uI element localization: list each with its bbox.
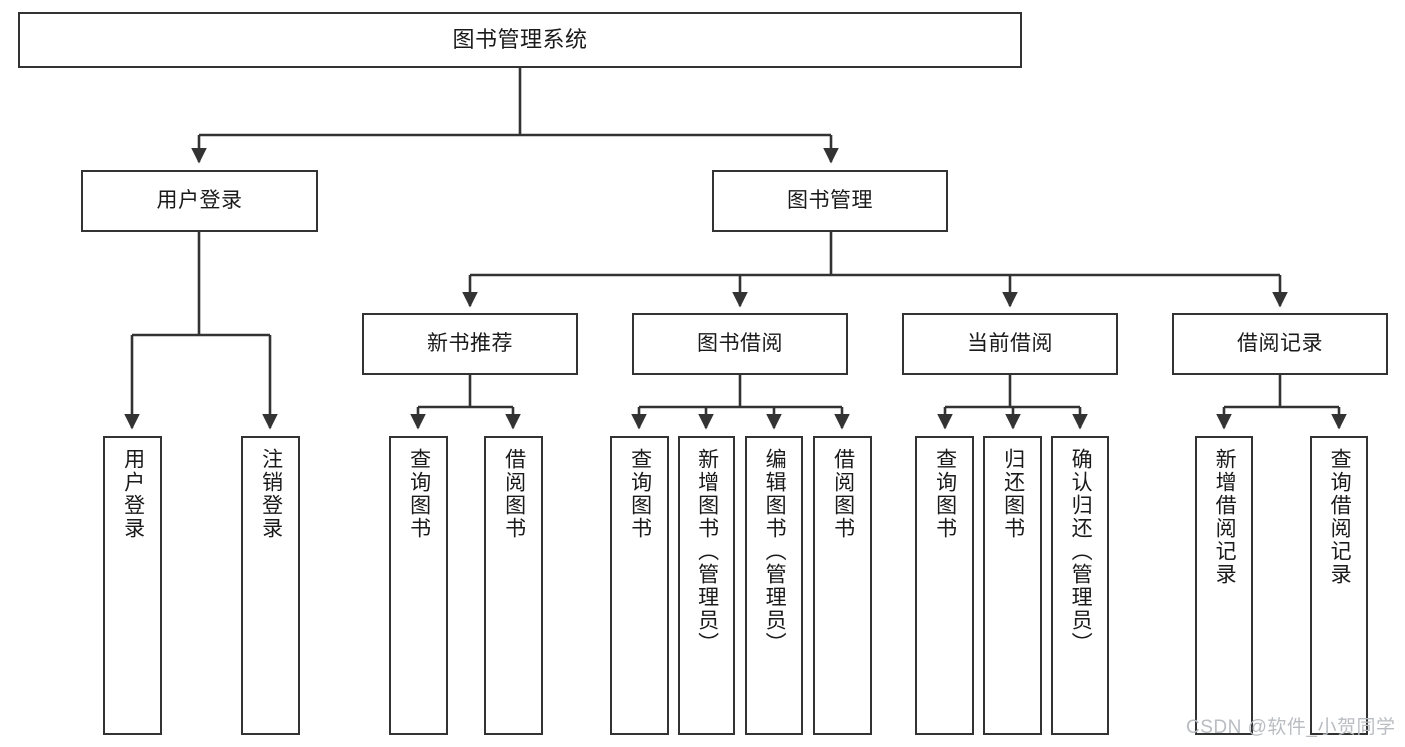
node-label: 查询图书 <box>407 448 431 540</box>
node-label: 图书管理 <box>787 188 873 212</box>
leaf-current-query-book[interactable]: 查询图书 <box>915 436 974 735</box>
node-label: 新增借阅记录 <box>1213 448 1237 586</box>
node-label: 用户登录 <box>121 448 145 540</box>
leaf-borrow-edit-book-admin[interactable]: 编辑图书（管理员） <box>745 436 803 735</box>
node-label: 注销登录 <box>259 448 283 540</box>
node-label: 图书管理系统 <box>452 27 588 53</box>
node-label: 编辑图书（管理员） <box>763 448 787 655</box>
node-label: 查询图书 <box>628 448 652 540</box>
node-user-login[interactable]: 用户登录 <box>81 170 318 232</box>
leaf-current-return-book[interactable]: 归还图书 <box>983 436 1042 735</box>
node-label: 用户登录 <box>156 188 243 212</box>
node-label: 新书推荐 <box>427 331 513 355</box>
leaf-new-book-query[interactable]: 查询图书 <box>389 436 448 735</box>
csdn-watermark: CSDN @软件_小贺同学 <box>1186 717 1396 738</box>
leaf-borrow-add-book-admin[interactable]: 新增图书（管理员） <box>678 436 735 735</box>
node-root-system[interactable]: 图书管理系统 <box>18 12 1022 68</box>
leaf-record-query[interactable]: 查询借阅记录 <box>1310 436 1368 735</box>
leaf-new-book-borrow[interactable]: 借阅图书 <box>484 436 543 735</box>
node-label: 图书借阅 <box>697 331 783 355</box>
node-label: 确认归还（管理员） <box>1069 448 1093 655</box>
node-book-management[interactable]: 图书管理 <box>712 170 948 232</box>
leaf-borrow-query-book[interactable]: 查询图书 <box>610 436 669 735</box>
node-borrow-record[interactable]: 借阅记录 <box>1172 313 1388 375</box>
leaf-user-login-signout[interactable]: 注销登录 <box>241 436 300 735</box>
node-label: 借阅图书 <box>502 448 526 540</box>
leaf-user-login-signin[interactable]: 用户登录 <box>103 436 162 735</box>
node-label: 归还图书 <box>1001 448 1025 540</box>
node-label: 借阅图书 <box>831 448 855 540</box>
node-book-borrow[interactable]: 图书借阅 <box>632 313 848 375</box>
node-new-book-recommend[interactable]: 新书推荐 <box>362 313 578 375</box>
node-label: 查询借阅记录 <box>1328 448 1352 586</box>
node-label: 查询图书 <box>933 448 957 540</box>
leaf-borrow-borrow-book[interactable]: 借阅图书 <box>813 436 872 735</box>
node-label: 借阅记录 <box>1237 331 1323 355</box>
leaf-record-add[interactable]: 新增借阅记录 <box>1195 436 1253 735</box>
leaf-current-confirm-return-admin[interactable]: 确认归还（管理员） <box>1051 436 1109 735</box>
node-label: 新增图书（管理员） <box>695 448 719 655</box>
node-label: 当前借阅 <box>967 331 1053 355</box>
node-current-borrow[interactable]: 当前借阅 <box>902 313 1118 375</box>
